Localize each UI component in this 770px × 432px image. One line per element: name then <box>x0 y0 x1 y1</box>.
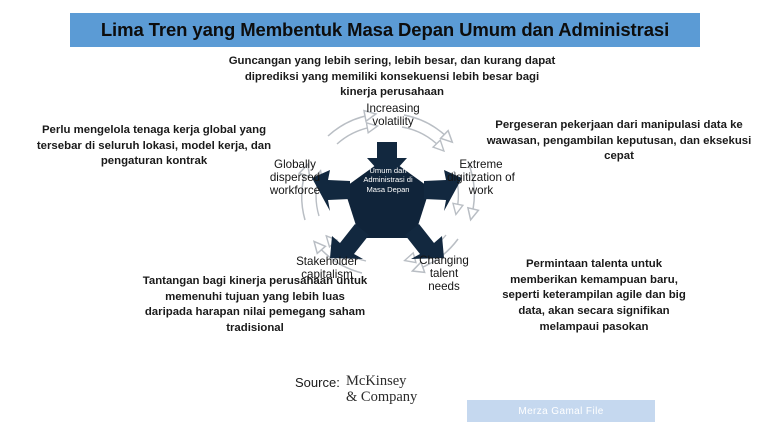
inward-arrow-group <box>312 142 462 259</box>
watermark-banner: Merza Gamal File <box>467 400 655 422</box>
annotation-changing-talent-needs: Permintaan talenta untuk memberikan kema… <box>502 258 686 333</box>
slide-title-banner: Lima Tren yang Membentuk Masa Depan Umum… <box>70 13 700 47</box>
center-pentagon <box>344 157 430 238</box>
trend-label-changing-talent-needs: Changing talent needs <box>419 254 469 293</box>
arc-outer-right <box>468 161 474 214</box>
page-title: Lima Tren yang Membentuk Masa Depan Umum… <box>100 19 670 40</box>
mckinsey-logo-line1: McKinsey <box>346 373 407 389</box>
inward-arrow-left <box>312 170 350 211</box>
trend-label-increasing-volatility: Increasing volatility <box>366 102 420 128</box>
annotation-extreme-digitization: Pergeseran pekerjaan dari manipulasi dat… <box>486 119 752 163</box>
trend-label-globally-dispersed-workforce: Globally dispersed workforce <box>269 158 321 197</box>
arc-inner-top-left <box>336 127 372 145</box>
arc-inner-right <box>454 170 458 209</box>
central-trends-diagram: Umum dan Administrasi di Masa Depan Incr… <box>258 96 516 311</box>
inward-arrow-bottom-right <box>405 224 444 259</box>
trend-label-extreme-digitization-of-work: Extreme digitization of work <box>447 158 515 197</box>
annotation-increasing-volatility: Guncangan yang lebih sering, lebih besar… <box>228 55 556 99</box>
annotation-globally-dispersed-workforce: Perlu mengelola tenaga kerja global yang… <box>36 124 272 168</box>
inward-arrow-right <box>424 170 462 211</box>
mckinsey-logo-line2: & Company <box>346 389 418 406</box>
diagram-graphic <box>258 96 516 274</box>
watermark-text: Merza Gamal File <box>518 405 604 417</box>
source-attribution: Source: McKinsey & Company <box>295 373 495 409</box>
inward-arrow-bottom-left <box>330 224 369 259</box>
arc-outer-top-right <box>403 114 448 138</box>
source-label: Source: <box>295 375 340 390</box>
trend-label-stakeholder-capitalism: Stakeholder capitalism <box>296 255 358 281</box>
mckinsey-logo: McKinsey & Company <box>346 373 421 405</box>
arc-outer-left <box>302 170 306 221</box>
inward-arrow-top <box>367 142 407 180</box>
annotation-stakeholder-capitalism: Tantangan bagi kinerja perusahaan untuk … <box>142 275 368 335</box>
arc-inner-top-right <box>401 126 440 147</box>
arc-outer-bottom-left <box>318 246 363 274</box>
arc-outer-top-left <box>327 115 370 137</box>
